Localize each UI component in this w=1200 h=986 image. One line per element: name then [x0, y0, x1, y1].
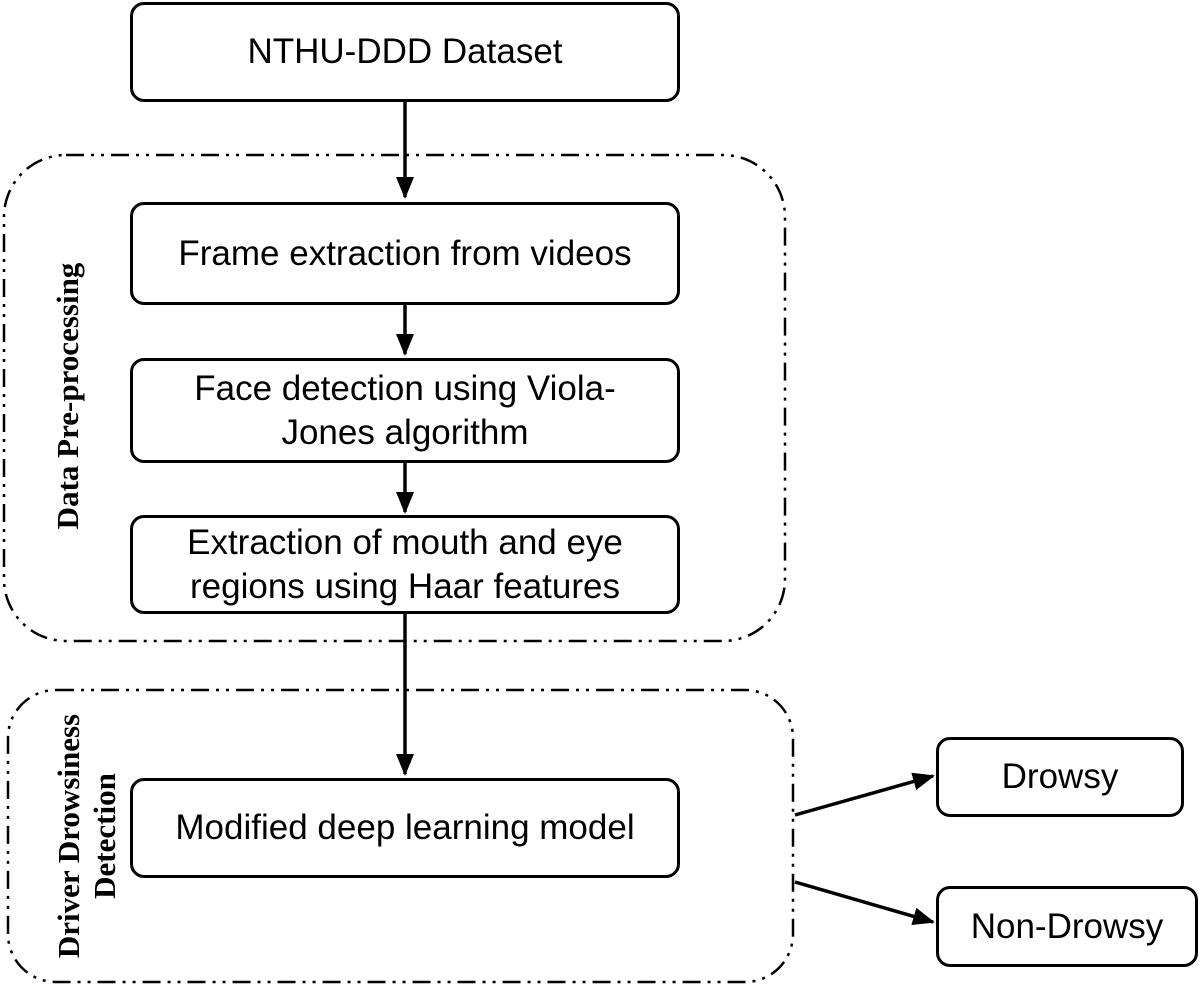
non-drowsy-output-label: Non-Drowsy [970, 906, 1164, 946]
detection-group-label-line1: Driver Drowsiness [51, 713, 86, 959]
mouth-eye-extraction-box: Extraction of mouth and eye regions usin… [130, 515, 680, 614]
drowsy-output-label: Drowsy [1001, 757, 1119, 796]
model-box: Modified deep learning model [130, 778, 680, 878]
detection-group-label-line2: Detection [87, 773, 122, 899]
detection-group-label: Driver Drowsiness Detection [51, 686, 123, 986]
face-detection-box: Face detection using Viola-Jones algorit… [130, 358, 680, 463]
preprocessing-group-label: Data Pre-processing [50, 262, 85, 530]
preprocessing-group-border [2, 153, 787, 643]
frame-extraction-box: Frame extraction from videos [130, 202, 680, 305]
detection-group-border [6, 688, 795, 984]
dataset-box: NTHU-DDD Dataset [130, 2, 680, 102]
mouth-eye-extraction-label: Extraction of mouth and eye regions usin… [187, 522, 623, 606]
drowsy-output-box: Drowsy [936, 737, 1184, 817]
arrow-to-drowsy [794, 772, 935, 817]
model-box-label: Modified deep learning model [175, 808, 635, 847]
face-detection-label: Face detection using Viola-Jones algorit… [194, 368, 616, 452]
frame-extraction-label: Frame extraction from videos [178, 233, 632, 273]
arrow-to-non-drowsy [794, 880, 935, 926]
non-drowsy-output-box: Non-Drowsy [936, 886, 1198, 967]
dataset-box-label: NTHU-DDD Dataset [247, 32, 563, 71]
